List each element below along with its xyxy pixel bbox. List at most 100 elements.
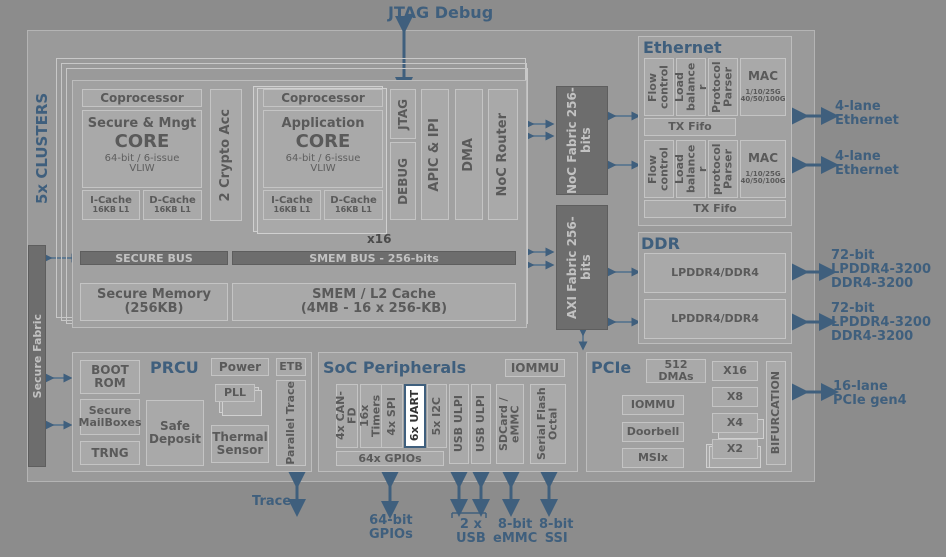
ext-ssi: 8-bit SSI — [539, 518, 573, 546]
secure-memory: Secure Memory (256KB) — [80, 283, 228, 321]
secure-memory-size: (256KB) — [124, 301, 184, 316]
pcie-x8: X8 — [712, 387, 758, 407]
noc-router-block: NoC Router — [488, 89, 518, 220]
uart-label: 6x UART — [408, 390, 422, 442]
secure-mailboxes: Secure MailBoxes — [79, 399, 142, 435]
ext-gpio: 64-bit GPIOs — [369, 514, 413, 542]
smem-cache-label: SMEM / L2 Cache — [312, 287, 436, 303]
power-block: Power — [211, 358, 269, 376]
smem-cache: SMEM / L2 Cache (4MB - 16 x 256-KB) — [232, 283, 516, 321]
boot-rom: BOOT ROM — [80, 360, 140, 394]
eth2-mac-speed: 1/10/25G 40/50/100G — [740, 169, 786, 186]
noc-fabric: NoC Fabric 256-bits — [556, 86, 608, 195]
secure-core-label: CORE — [114, 130, 170, 152]
eth2-parser-label: protocol Parser — [710, 143, 735, 195]
x16-label: x16 — [367, 232, 392, 246]
ext-trace: Trace — [252, 494, 292, 509]
secure-fabric: Secure Fabric — [28, 245, 46, 467]
pcie-x2: X2 — [712, 439, 758, 459]
ext-ssi-line2: SSI — [544, 531, 568, 546]
secure-core: Secure & Mngt CORE 64-bit / 6-issue VLIW — [82, 110, 202, 188]
ext-eth1-line1: 4-lane — [835, 99, 881, 114]
eth1-mac-label: MAC — [747, 69, 779, 84]
app-icache: I-Cache 16KB L1 — [263, 190, 321, 220]
pcie-x16: X16 — [712, 361, 758, 381]
serial-flash-label: Serial Flash Octal — [535, 387, 560, 461]
bifurcation: BIFURCATION — [766, 361, 786, 465]
ext-usb: 2 x USB — [456, 518, 486, 546]
ext-eth2-line1: 4-lane — [835, 149, 881, 164]
ext-ddr-1: 72-bit LPDDR4-3200 DDR4-3200 — [831, 249, 931, 291]
eth1-flow-label: Flow control — [646, 65, 671, 109]
ext-emmc-line1: 8-bit — [497, 517, 533, 532]
eth2-load-label: Load balance r — [672, 144, 709, 194]
ext-gpio-line2: GPIOs — [369, 527, 413, 542]
pcie-dmas: 512 DMAs — [646, 359, 706, 383]
eth2-parser: protocol Parser — [708, 140, 738, 198]
eth1-load-label: Load balance r — [672, 62, 709, 112]
ddr-controller-1: LPDDR4/DDR4 — [644, 253, 786, 293]
eth2-mac: MAC 1/10/25G 40/50/100G — [740, 140, 786, 198]
app-coprocessor: Coprocessor — [263, 89, 383, 107]
crypto-accelerator: 2 Crypto Acc — [210, 89, 242, 221]
app-core-title: Application — [281, 116, 365, 131]
eth2-flow-control: Flow control — [644, 140, 674, 198]
jtag-block-label: JTAG — [395, 98, 410, 130]
app-dcache-label: D-Cache — [330, 194, 377, 206]
prcu-title: PRCU — [150, 358, 199, 377]
i2c-block: 5x I2C — [427, 384, 447, 448]
secure-icache: I-Cache 16KB L1 — [82, 190, 140, 220]
ddr-title: DDR — [641, 234, 680, 253]
ext-ddr1-line1: 72-bit — [831, 248, 875, 263]
bifurcation-label: BIFURCATION — [769, 371, 783, 455]
ethernet-title: Ethernet — [643, 38, 722, 57]
axi-fabric-label: AXI Fabric 256-bits — [565, 216, 593, 319]
ext-gpio-line1: 64-bit — [369, 513, 413, 528]
ext-pcie-line2: PCIe gen4 — [833, 393, 907, 408]
trng-block: TRNG — [80, 441, 140, 465]
app-icache-size: 16KB L1 — [273, 205, 311, 215]
eth2-flow-label: Flow control — [646, 147, 671, 191]
ext-eth1-line2: Ethernet — [835, 113, 899, 128]
eth1-mac-speed: 1/10/25G 40/50/100G — [740, 87, 786, 104]
app-dcache-size: 16KB L1 — [335, 205, 372, 215]
dcache-label: D-Cache — [149, 194, 196, 206]
axi-fabric: AXI Fabric 256-bits — [556, 205, 608, 330]
ext-ddr-2: 72-bit LPDDR4-3200 DDR4-3200 — [831, 302, 931, 344]
uart-block[interactable]: 6x UART — [404, 384, 426, 448]
ext-ssi-line1: 8-bit — [539, 517, 574, 532]
eth2-load-balancer: Load balance r — [672, 140, 709, 198]
eth1-load-balancer: Load balance r — [672, 58, 709, 116]
jtag-debug-label: JTAG Debug — [388, 3, 494, 22]
pcie-title: PCIe — [591, 358, 632, 377]
secure-coprocessor: Coprocessor — [82, 89, 202, 107]
secure-memory-label: Secure Memory — [96, 287, 211, 303]
ext-ddr2-line3: DDR4-3200 — [831, 329, 914, 344]
dcache-size: 16KB L1 — [154, 205, 191, 215]
clusters-title: 5x CLUSTERS — [33, 92, 51, 204]
pcie-x4: X4 — [712, 413, 758, 433]
ext-eth2-line2: Ethernet — [835, 163, 899, 178]
app-core-label: CORE — [295, 130, 351, 152]
app-core-desc: 64-bit / 6-issue VLIW — [285, 152, 361, 175]
usb-ulpi-2-label: USB ULPI — [474, 395, 488, 453]
spi-label: 4x SPI — [385, 396, 399, 436]
ext-pcie-line1: 16-lane — [833, 379, 888, 394]
ext-emmc: 8-bit eMMC — [493, 518, 537, 546]
sdcard-emmc: SDCard / eMMC — [496, 384, 524, 464]
smem-cache-size: (4MB - 16 x 256-KB) — [300, 301, 448, 316]
secure-core-title: Secure & Mngt — [87, 116, 197, 131]
soc-peripherals-title: SoC Peripherals — [323, 358, 467, 377]
timers-label: 16x Timers — [358, 394, 383, 438]
ext-emmc-line2: eMMC — [493, 531, 538, 546]
pcie-iommu: IOMMU — [622, 395, 684, 415]
timers: 16x Timers — [358, 384, 383, 448]
parallel-trace: Parallel Trace — [276, 380, 306, 466]
ext-ddr1-line3: DDR4-3200 — [831, 276, 914, 291]
parallel-trace-label: Parallel Trace — [284, 381, 298, 465]
icache-label: I-Cache — [90, 194, 132, 206]
can-fd: 4x CAN-FD — [334, 384, 359, 448]
eth2-tx-fifo: TX Fifo — [644, 200, 786, 218]
jtag-block: JTAG — [390, 89, 416, 139]
crypto-label: 2 Crypto Acc — [218, 108, 234, 202]
